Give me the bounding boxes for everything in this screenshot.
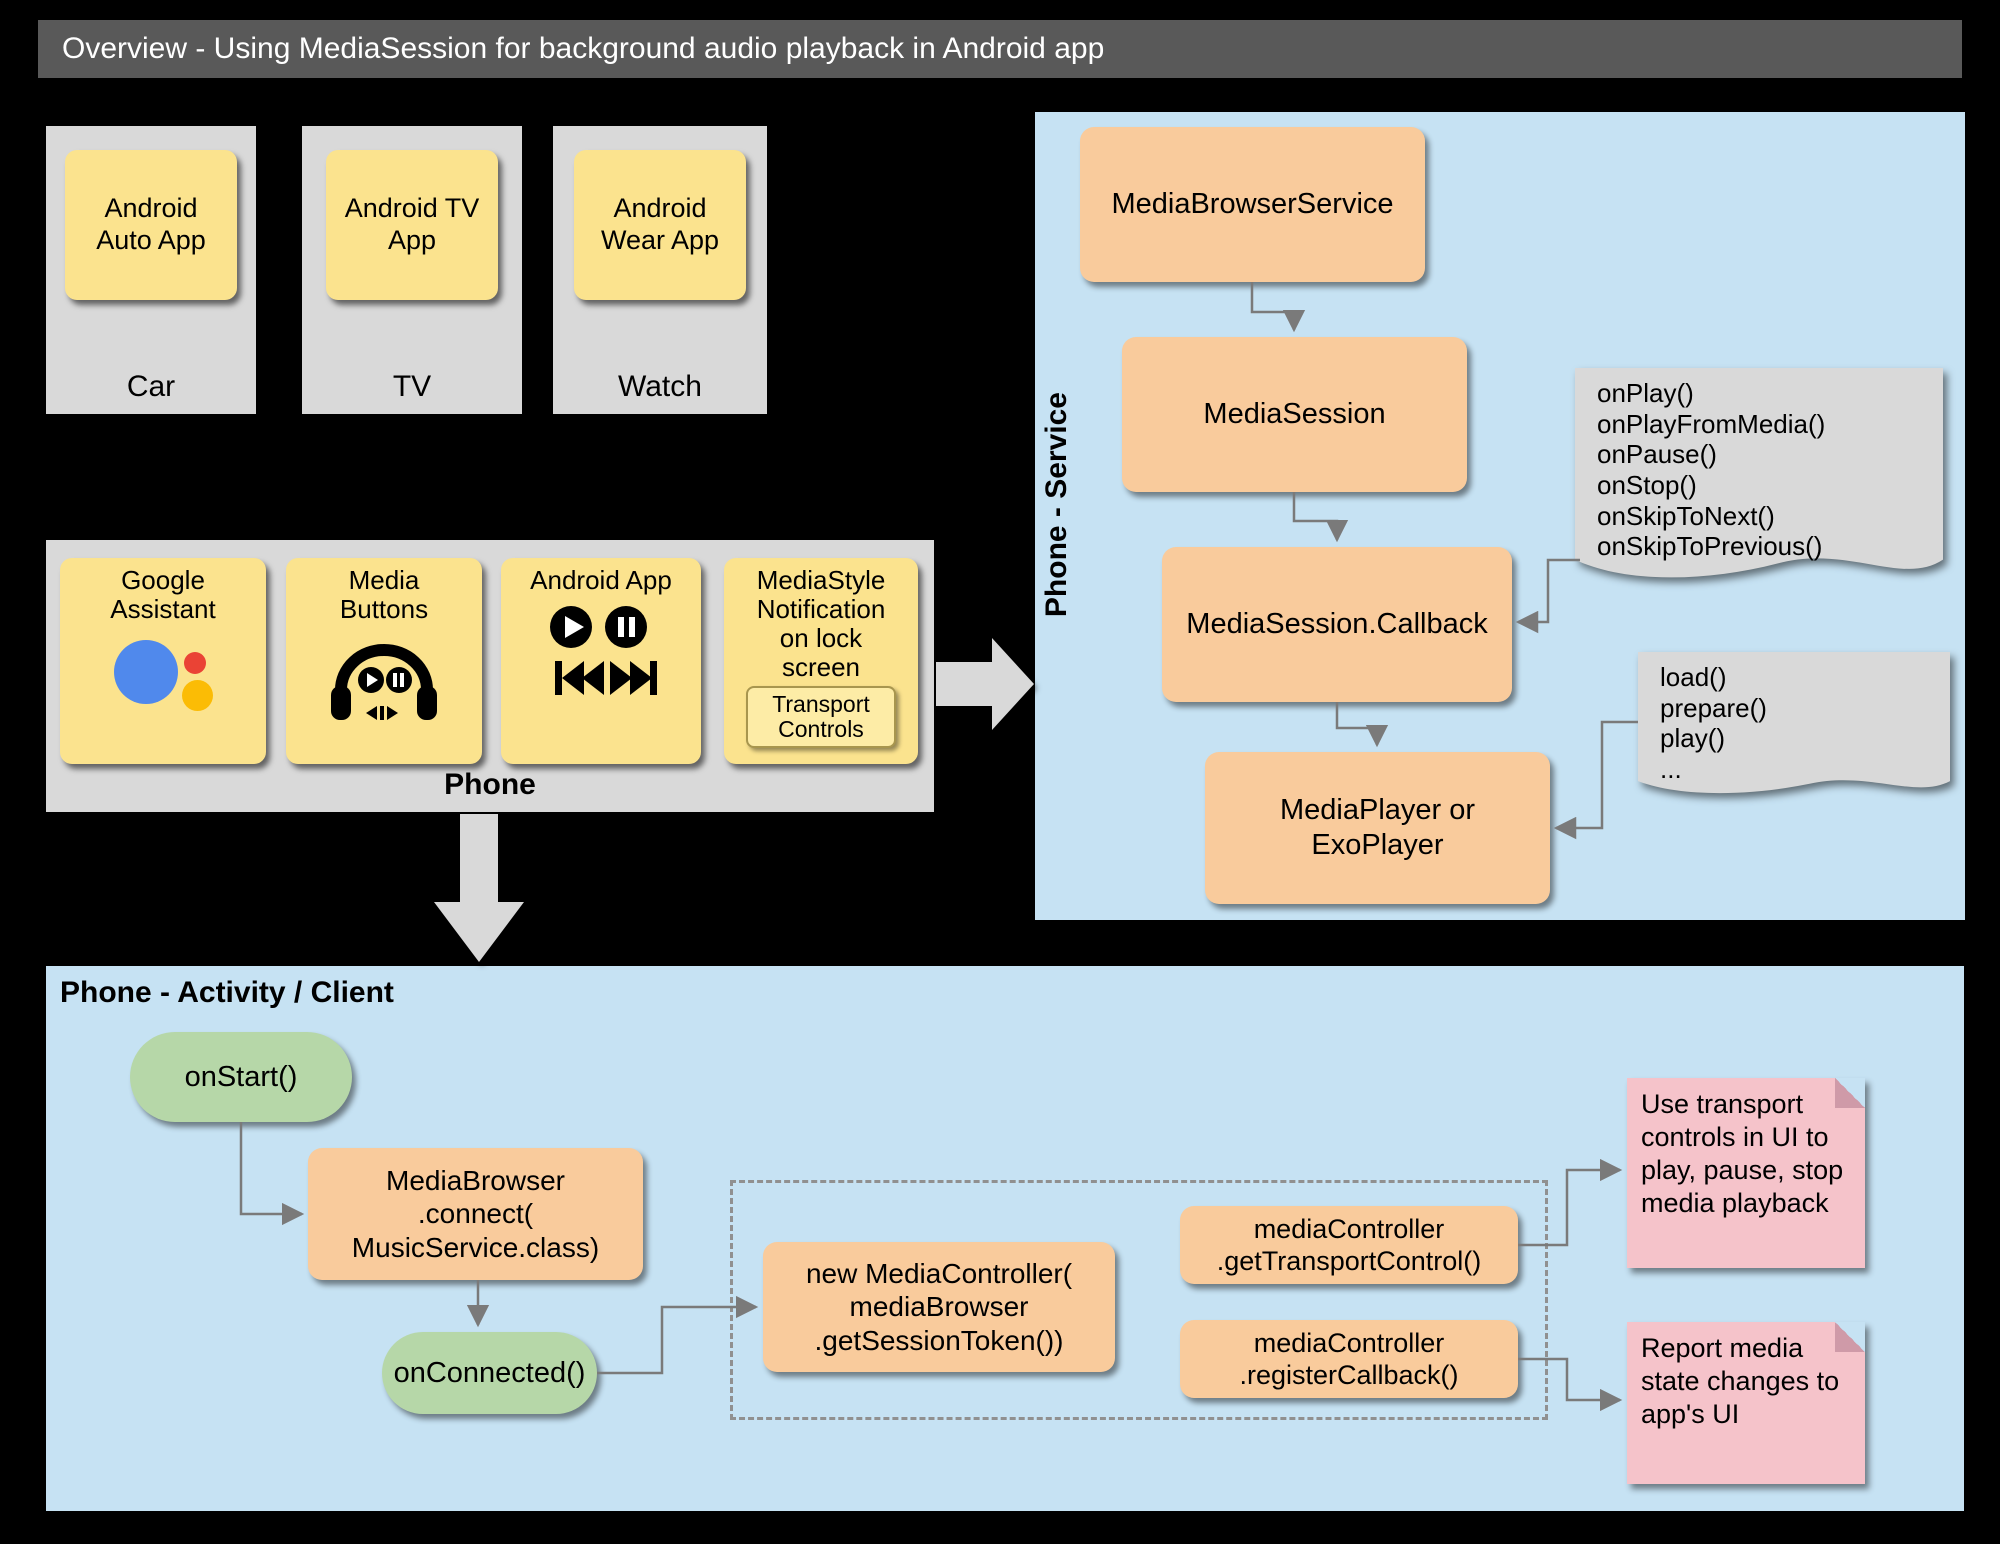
headphones-icon [331, 644, 437, 721]
playback-controls-icon [550, 606, 657, 696]
new-media-controller-text: new MediaController( mediaBrowser .getSe… [805, 1257, 1073, 1356]
watch-label: Watch [618, 370, 702, 403]
note-fold-icon [1835, 1322, 1865, 1352]
title-bar: Overview - Using MediaSession for backgr… [38, 20, 1962, 78]
media-session-text: MediaSession [1203, 398, 1386, 431]
phone-activity-client-label: Phone - Activity / Client [60, 976, 394, 1009]
media-player-text: MediaPlayer or ExoPlayer [1279, 794, 1476, 861]
media-buttons-box: Media Buttons [286, 558, 482, 764]
android-tv-app-label: Android TV App [344, 193, 480, 255]
tv-label: TV [392, 370, 432, 403]
media-session-box: MediaSession [1122, 337, 1467, 492]
car-label: Car [126, 370, 176, 403]
google-assistant-label: Google Assistant [110, 565, 216, 625]
tv-panel: Android TV App TV [302, 126, 522, 414]
transport-note: Use transport controls in UI to play, pa… [1627, 1078, 1865, 1268]
android-auto-app-label: Android Auto App [96, 193, 206, 255]
onconnected-box: onConnected() [382, 1332, 597, 1414]
onconnected-text: onConnected() [393, 1356, 586, 1389]
block-arrow-right-icon [936, 638, 1034, 730]
report-note: Report media state changes to app's UI [1627, 1322, 1865, 1484]
android-app-box: Android App [501, 558, 701, 764]
phone-label: Phone [444, 768, 536, 801]
car-panel: Android Auto App Car [46, 126, 256, 414]
assistant-blue-dot [114, 640, 178, 705]
get-transport-control-box: mediaController .getTransportControl() [1180, 1206, 1518, 1284]
player-methods-callout: load() prepare() play() ... [1638, 652, 1950, 807]
controller-group-outline [730, 1180, 1548, 1420]
mediastyle-notification-box: MediaStyle Notification on lock screen T… [724, 558, 918, 764]
phone-service-label: Phone - Service [1040, 392, 1073, 618]
onstart-box: onStart() [130, 1032, 352, 1122]
android-wear-app-label: Android Wear App [600, 193, 720, 255]
get-transport-control-text: mediaController .getTransportControl() [1216, 1213, 1482, 1276]
register-callback-text: mediaController .registerCallback() [1239, 1327, 1459, 1390]
google-assistant-icon [108, 632, 218, 724]
watch-panel: Android Wear App Watch [553, 126, 767, 414]
media-session-callback-text: MediaSession.Callback [1186, 608, 1488, 641]
phone-panel: Google Assistant Media Buttons [46, 540, 934, 812]
media-browser-service-text: MediaBrowserService [1111, 188, 1394, 221]
player-methods-text: load() prepare() play() ... [1660, 662, 1767, 785]
callback-methods-text: onPlay() onPlayFromMedia() onPause() onS… [1597, 378, 1826, 562]
new-media-controller-box: new MediaController( mediaBrowser .getSe… [763, 1242, 1115, 1372]
media-player-box: MediaPlayer or ExoPlayer [1205, 752, 1550, 904]
transport-controls-box: Transport Controls [746, 686, 896, 749]
note-fold-icon [1835, 1078, 1865, 1108]
android-tv-app-box: Android TV App [326, 150, 498, 300]
callback-methods-callout: onPlay() onPlayFromMedia() onPause() onS… [1575, 368, 1943, 598]
google-assistant-box: Google Assistant [60, 558, 266, 764]
wave-shape [1575, 368, 1943, 578]
block-arrow-down-icon [434, 814, 524, 962]
assistant-red-dot [184, 652, 206, 675]
android-app-label: Android App [530, 565, 672, 595]
onstart-text: onStart() [184, 1060, 298, 1093]
report-note-text: Report media state changes to app's UI [1641, 1333, 1840, 1429]
media-browser-connect-text: MediaBrowser .connect( MusicService.clas… [351, 1164, 600, 1263]
slide-title: Overview - Using MediaSession for backgr… [62, 32, 1105, 65]
android-wear-app-box: Android Wear App [574, 150, 746, 300]
android-auto-app-box: Android Auto App [65, 150, 237, 300]
media-browser-service-box: MediaBrowserService [1080, 127, 1425, 282]
assistant-yellow-dot [182, 680, 213, 712]
transport-note-text: Use transport controls in UI to play, pa… [1641, 1089, 1844, 1218]
media-session-callback-box: MediaSession.Callback [1162, 547, 1512, 702]
media-buttons-label: Media Buttons [339, 565, 429, 625]
register-callback-box: mediaController .registerCallback() [1180, 1320, 1518, 1398]
media-browser-connect-box: MediaBrowser .connect( MusicService.clas… [308, 1148, 643, 1280]
wave-shape [1638, 652, 1950, 794]
mediastyle-notification-label: MediaStyle Notification on lock screen [756, 565, 886, 683]
